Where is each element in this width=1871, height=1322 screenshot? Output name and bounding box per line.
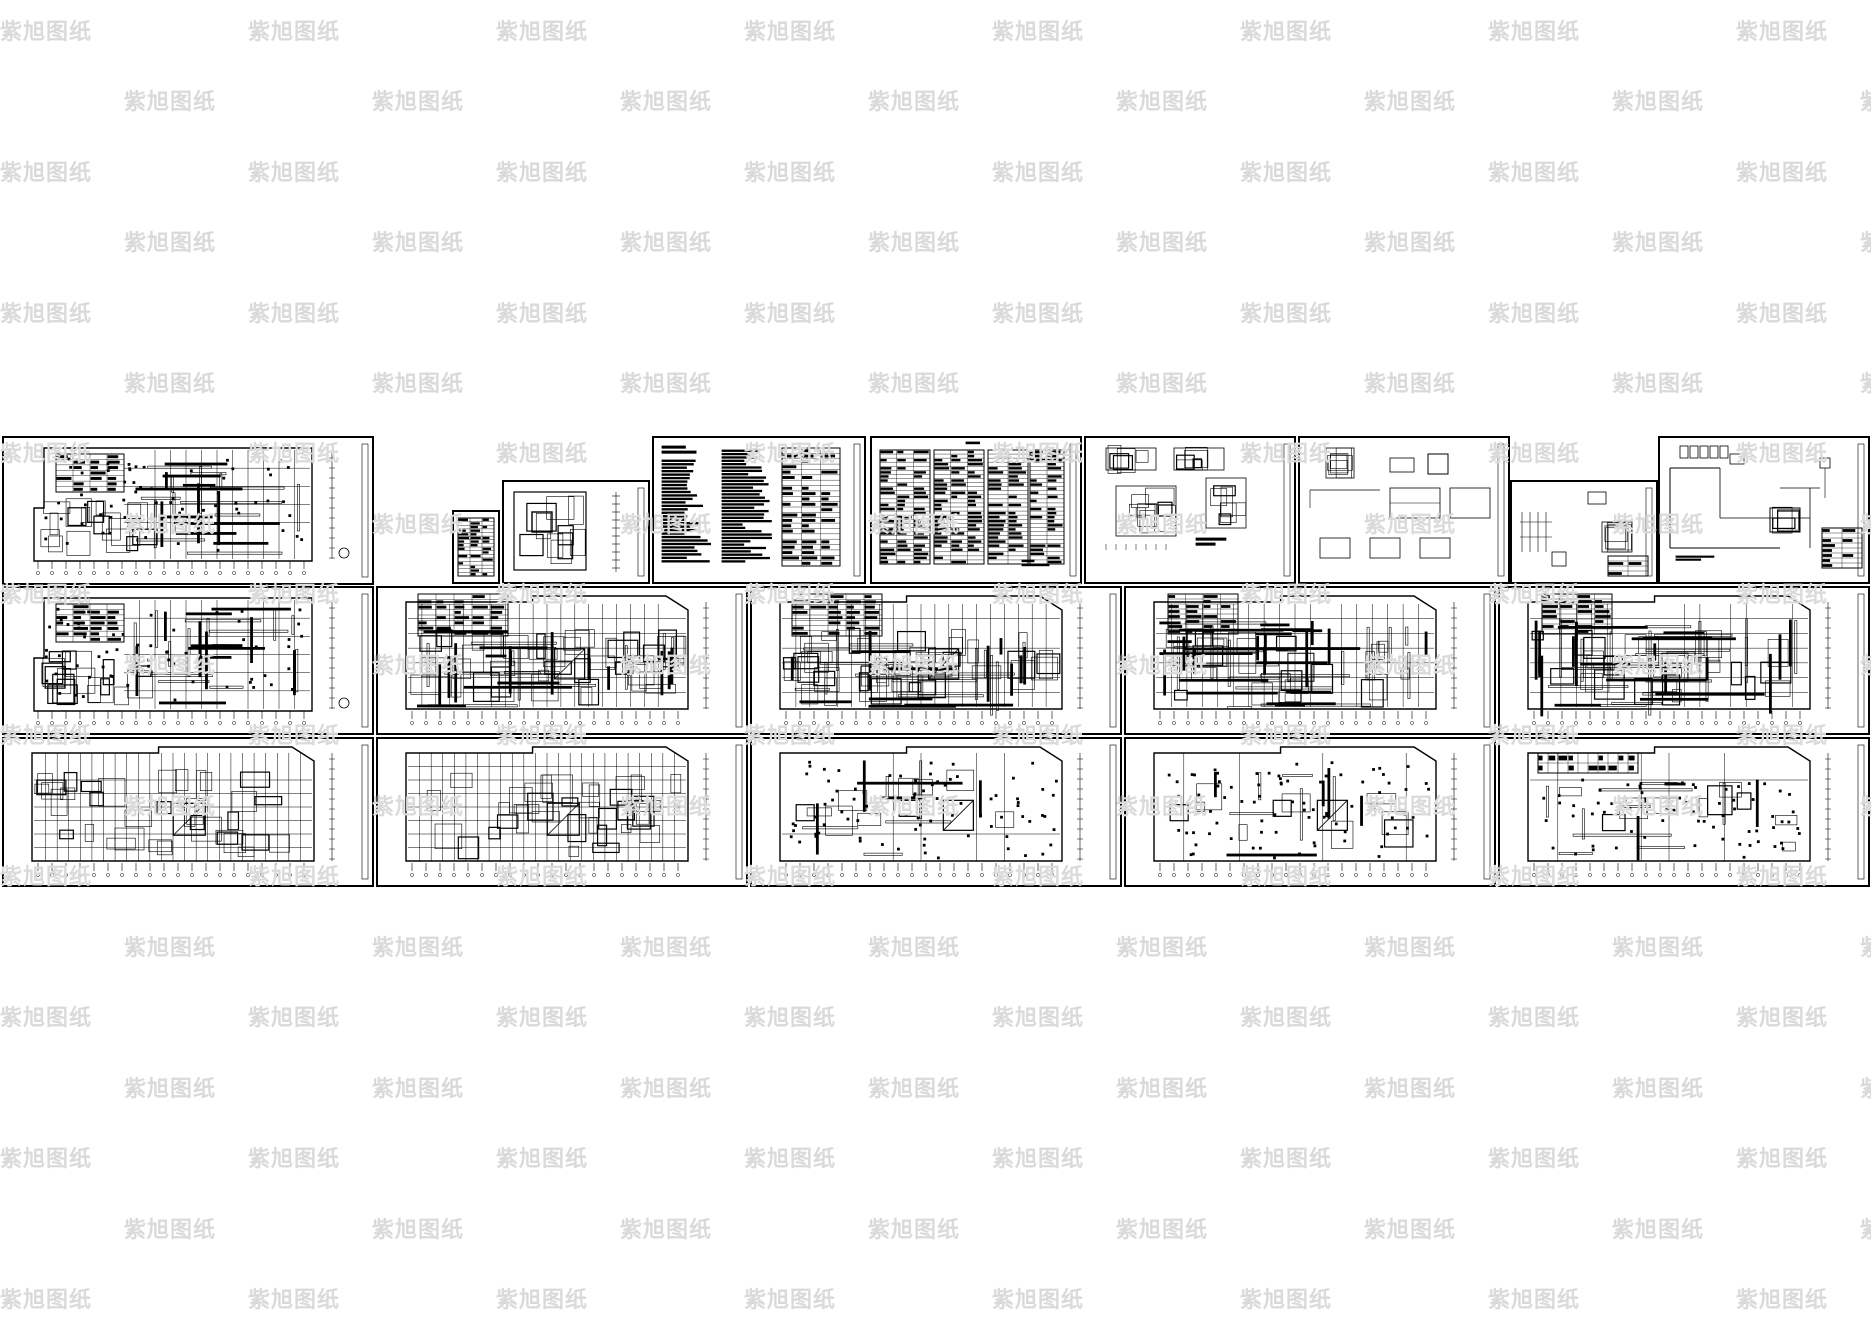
sheet-system-diagram bbox=[1658, 436, 1870, 584]
drawing-lines bbox=[405, 744, 743, 880]
drawing-lines bbox=[779, 593, 1117, 728]
sheet-linework bbox=[33, 593, 369, 728]
sheet-linework bbox=[779, 593, 1117, 728]
sheet-linework bbox=[1153, 593, 1491, 728]
sheet-linework bbox=[1153, 744, 1491, 880]
sheet-linework bbox=[1669, 443, 1865, 577]
sheet-small-diagram bbox=[1510, 480, 1658, 584]
sheet-linework bbox=[879, 441, 1077, 577]
sheet-floor-plan-mid-2 bbox=[376, 586, 748, 735]
drawing-lines bbox=[1153, 593, 1491, 728]
sheet-linework bbox=[1527, 744, 1865, 880]
sheet-floor-plan-mid-4 bbox=[1124, 586, 1496, 735]
drawing-lines bbox=[513, 487, 645, 577]
drawing-lines bbox=[1153, 744, 1491, 880]
sheet-linework bbox=[1105, 443, 1291, 577]
sheet-linework bbox=[33, 443, 369, 578]
drawing-lines bbox=[779, 744, 1117, 880]
drawing-lines bbox=[879, 441, 1077, 577]
sheet-floor-plan-bottom-1 bbox=[2, 737, 374, 887]
drawing-lines bbox=[31, 744, 369, 880]
drawing-lines bbox=[1520, 487, 1653, 577]
drawing-lines bbox=[1669, 443, 1865, 577]
sheet-detail-drawings-2 bbox=[1298, 436, 1510, 584]
sheet-linework bbox=[1527, 593, 1865, 728]
drawing-lines bbox=[661, 443, 861, 577]
sheet-floor-plan-bottom-5 bbox=[1498, 737, 1870, 887]
sheet-floor-plan-mid-3 bbox=[750, 586, 1122, 735]
sheet-floor-plan-mid-5 bbox=[1498, 586, 1870, 735]
drawing-lines bbox=[33, 593, 369, 728]
drawing-lines bbox=[1105, 443, 1291, 577]
sheet-floor-plan-bottom-4 bbox=[1124, 737, 1496, 887]
sheet-linework bbox=[1520, 487, 1653, 577]
sheet-floor-plan-bottom-2 bbox=[376, 737, 748, 887]
drawing-lines bbox=[1527, 744, 1865, 880]
sheet-linework bbox=[779, 744, 1117, 880]
drawing-lines bbox=[457, 517, 495, 577]
sheet-linework bbox=[457, 517, 495, 577]
drawing-lines bbox=[405, 593, 743, 728]
sheet-legend-narrow bbox=[452, 510, 500, 584]
sheet-equipment-table bbox=[870, 436, 1082, 584]
sheet-linework bbox=[661, 443, 861, 577]
drawing-lines bbox=[1309, 443, 1505, 577]
sheet-small-plan bbox=[502, 480, 650, 584]
sheet-floor-plan-bottom-3 bbox=[750, 737, 1122, 887]
sheet-floor-plan-top-1 bbox=[2, 436, 374, 585]
drawing-lines bbox=[33, 443, 369, 578]
sheet-design-notes bbox=[652, 436, 866, 584]
sheet-linework bbox=[405, 593, 743, 728]
sheet-linework bbox=[513, 487, 645, 577]
sheet-linework bbox=[405, 744, 743, 880]
sheet-floor-plan-mid-1 bbox=[2, 586, 374, 735]
sheet-linework bbox=[31, 744, 369, 880]
sheet-detail-drawings-1 bbox=[1084, 436, 1296, 584]
drawing-lines bbox=[1527, 593, 1865, 728]
sheet-linework bbox=[1309, 443, 1505, 577]
